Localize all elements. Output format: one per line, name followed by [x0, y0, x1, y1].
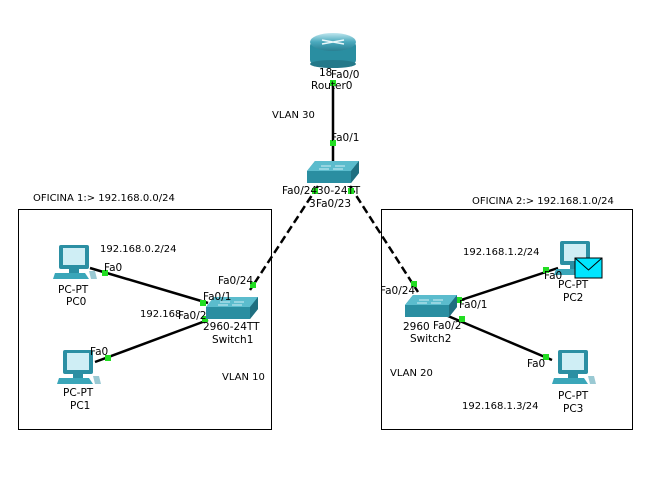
switch2[interactable]: 2960 Switch2 Fa0/24 Fa0/1 Fa0/2	[380, 285, 487, 345]
switch0-name: 3	[309, 198, 316, 210]
switch2-port-2: Fa0/2	[433, 320, 461, 332]
switch0-port-right: Fa0/23	[316, 198, 351, 210]
link-pc0-switch1[interactable]	[89, 266, 209, 305]
switch0-port-left: Fa0/24	[282, 185, 317, 197]
switch2-port-uplink: Fa0/24	[380, 285, 415, 297]
pc3-type: PC-PT	[558, 390, 589, 402]
switch2-name: Switch2	[410, 333, 451, 345]
pc2-type: PC-PT	[558, 279, 589, 291]
switch2-model: 2960	[403, 321, 430, 333]
pc0-type: PC-PT	[58, 284, 89, 296]
switch1-port-2: Fa0/2	[178, 310, 206, 322]
link-switch0-switch1[interactable]	[248, 185, 320, 291]
router-port: Fa0/0	[331, 69, 359, 81]
envelope-icon[interactable]	[574, 257, 603, 279]
pc-icon	[552, 350, 596, 384]
pc3[interactable]: PC-PT PC3 Fa0 192.168.1.3/24	[462, 350, 596, 415]
pc3-name: PC3	[563, 403, 583, 415]
switch-icon	[306, 160, 360, 184]
port-lights	[102, 80, 549, 361]
pc0[interactable]: PC-PT PC0 Fa0 192.168.0.2/24	[53, 244, 177, 308]
pc0-ip: 192.168.0.2/24	[100, 244, 177, 255]
pc1-ip: 192.168	[140, 309, 181, 320]
switch1-model: 2960-24TT	[203, 321, 260, 333]
switch0-port-up: Fa0/1	[331, 132, 359, 144]
link-pc2-switch2[interactable]	[454, 266, 559, 304]
vlan30-label: VLAN 30	[272, 110, 315, 121]
vlan20-label: VLAN 20	[390, 368, 433, 379]
office1-area	[18, 209, 272, 430]
link-switch0-switch2[interactable]	[348, 185, 420, 293]
pc3-port: Fa0	[527, 358, 545, 370]
pc1-name: PC1	[70, 400, 90, 412]
pc1[interactable]: PC-PT PC1 Fa0 192.168	[57, 309, 181, 412]
office1-title: OFICINA 1:> 192.168.0.0/24	[33, 193, 175, 204]
switch1-port-1: Fa0/1	[203, 291, 231, 303]
link-pc1-switch1[interactable]	[94, 318, 209, 364]
switch0-model: 30-24TT	[317, 185, 361, 197]
switch-icon	[404, 294, 458, 318]
pc0-port: Fa0	[104, 262, 122, 274]
switch0[interactable]: Fa0/1 30-24TT 3 Fa0/24 Fa0/23	[282, 132, 361, 210]
vlan10-label: VLAN 10	[222, 372, 265, 383]
switch1-port-uplink: Fa0/24	[218, 275, 253, 287]
pc1-type: PC-PT	[63, 387, 94, 399]
pc3-ip: 192.168.1.3/24	[462, 401, 539, 412]
pc0-name: PC0	[66, 296, 86, 308]
switch2-port-1: Fa0/1	[459, 299, 487, 311]
pc2-port: Fa0	[544, 270, 562, 282]
office2-area	[381, 209, 633, 430]
switch1-name: Switch1	[212, 334, 253, 346]
pc2-name: PC2	[563, 292, 583, 304]
switch1[interactable]: 2960-24TT Switch1 Fa0/24 Fa0/1 Fa0/2	[178, 275, 260, 346]
router0[interactable]: 18 Router0 Fa0/0	[310, 33, 359, 92]
link-pc3-switch2[interactable]	[447, 314, 553, 362]
pc2-ip: 192.168.1.2/24	[463, 247, 540, 258]
pc2[interactable]: PC-PT PC2 Fa0 192.168.1.2/24	[463, 241, 603, 304]
pc-icon	[53, 245, 97, 279]
router-name: Router0	[311, 80, 352, 92]
router-icon	[310, 33, 356, 68]
pc1-port: Fa0	[90, 346, 108, 358]
office2-title: OFICINA 2:> 192.168.1.0/24	[472, 196, 614, 207]
router-model: 18	[319, 67, 332, 79]
